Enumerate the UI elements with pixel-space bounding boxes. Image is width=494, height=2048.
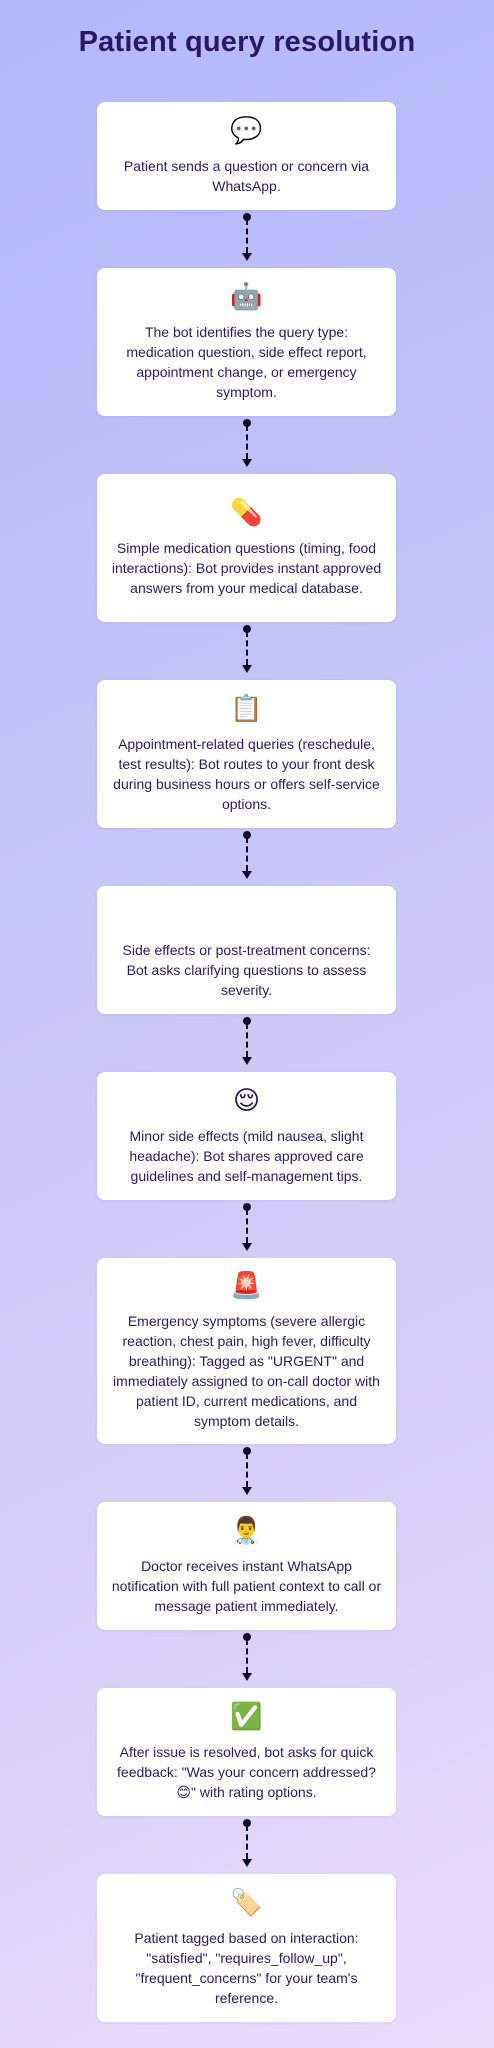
step-card-9: ✅ After issue is resolved, bot asks for … [97,1688,396,1816]
step-text-1: Patient sends a question or concern via … [123,158,370,194]
doctor-icon: 👨‍⚕️ [230,1516,263,1546]
step-card-4: 📋 Appointment-related queries (reschedul… [97,680,396,828]
robot-icon: 🤖 [230,282,263,312]
step-card-3: 💊 Simple medication questions (timing, f… [97,474,396,622]
step-card-5: Side effects or post-treatment concerns:… [97,886,396,1014]
connector-arrow-5 [242,1017,252,1065]
step-text-7: Emergency symptoms (severe allergic reac… [113,1313,380,1429]
relieved-face-icon: 😌 [232,1086,261,1116]
step-text-9: After issue is resolved, bot asks for qu… [117,1744,376,1800]
connector-arrow-3 [242,625,252,673]
pill-icon: 💊 [230,498,263,528]
step-text-6: Minor side effects (mild nausea, slight … [129,1128,364,1184]
step-card-8: 👨‍⚕️ Doctor receives instant WhatsApp no… [97,1502,396,1630]
connector-arrow-8 [242,1633,252,1681]
connector-arrow-6 [242,1203,252,1251]
connector-arrow-1 [242,213,252,261]
tag-icon: 🏷️ [230,1888,263,1918]
step-text-3: Simple medication questions (timing, foo… [111,540,382,596]
step-text-2: The bot identifies the query type: medic… [126,324,367,400]
connector-arrow-9 [242,1819,252,1867]
step-card-7: 🚨 Emergency symptoms (severe allergic re… [97,1258,396,1444]
step-card-1: 💬 Patient sends a question or concern vi… [97,102,396,210]
connector-arrow-2 [242,419,252,467]
connector-arrow-7 [242,1447,252,1495]
step-text-10: Patient tagged based on interaction: "sa… [134,1930,359,2006]
check-mark-icon: ✅ [230,1702,263,1732]
step-text-5: Side effects or post-treatment concerns:… [122,942,371,998]
page-title: Patient query resolution [78,26,416,58]
connector-arrow-4 [242,831,252,879]
step-card-10: 🏷️ Patient tagged based on interaction: … [97,1874,396,2022]
step-card-6: 😌 Minor side effects (mild nausea, sligh… [97,1072,396,1200]
clipboard-icon: 📋 [230,694,263,724]
step-text-4: Appointment-related queries (reschedule,… [113,736,380,812]
speech-bubble-icon: 💬 [230,116,263,146]
siren-icon: 🚨 [230,1271,263,1301]
step-card-2: 🤖 The bot identifies the query type: med… [97,268,396,416]
step-text-8: Doctor receives instant WhatsApp notific… [111,1558,382,1614]
